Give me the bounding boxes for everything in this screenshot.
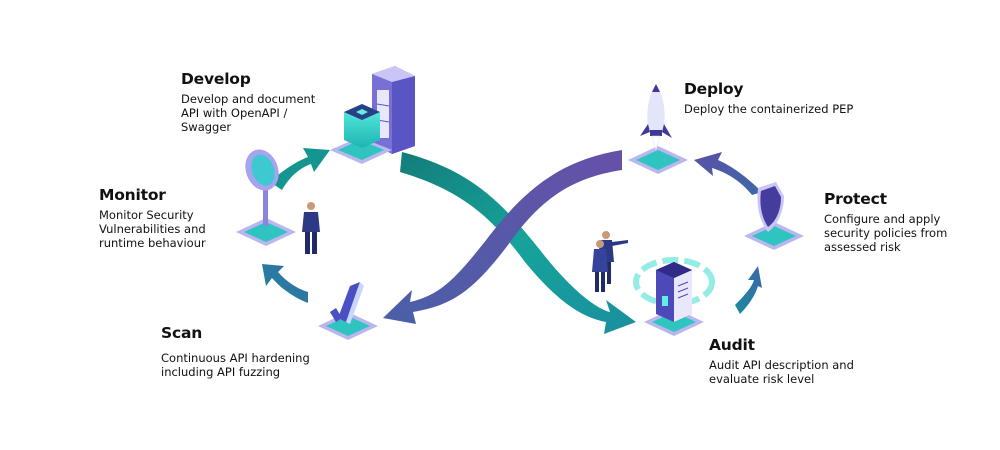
infinity-arrow-teal: [400, 152, 636, 334]
description-line: evaluate risk level: [709, 372, 815, 386]
description-line: Configure and apply: [824, 212, 941, 226]
stage-scan: Scan Continuous API hardening including …: [161, 324, 310, 379]
stage-audit: Audit Audit API description and evaluate…: [709, 336, 854, 386]
description-line: Continuous API hardening: [161, 351, 310, 365]
stage-deploy: Deploy Deploy the containerized PEP: [684, 80, 853, 116]
stage-description: Continuous API hardening including API f…: [161, 351, 310, 379]
infinity-arrow-purple: [383, 150, 622, 324]
audit-icon: [633, 257, 715, 336]
develop-icon: [330, 66, 415, 164]
stage-title: Deploy: [684, 80, 744, 98]
stage-description: Audit API description and evaluate risk …: [709, 358, 854, 386]
stage-develop: Develop Develop and document API with Op…: [181, 70, 315, 134]
description-line: Deploy the containerized PEP: [684, 102, 854, 116]
people-figures: [592, 231, 628, 292]
stage-title: Protect: [824, 190, 887, 208]
stage-monitor: Monitor Monitor Security Vulnerabilities…: [99, 186, 206, 250]
arrow-monitor-to-develop: [270, 148, 330, 190]
stage-title: Monitor: [99, 186, 166, 204]
deploy-icon: [628, 84, 688, 174]
stage-title: Audit: [709, 336, 755, 354]
description-line: assessed risk: [824, 240, 901, 254]
stage-description: Configure and apply security policies fr…: [824, 212, 947, 254]
stage-description: Monitor Security Vulnerabilities and run…: [99, 208, 206, 250]
stage-title: Develop: [181, 70, 251, 88]
description-line: Develop and document: [181, 92, 316, 106]
arrow-audit-to-protect: [735, 266, 762, 314]
scan-icon: [318, 282, 378, 340]
description-line: Swagger: [181, 120, 232, 134]
stage-description: Deploy the containerized PEP: [684, 102, 853, 116]
stage-protect: Protect Configure and apply security pol…: [824, 190, 947, 254]
description-line: Monitor Security: [99, 208, 194, 222]
arrow-protect-to-deploy: [694, 152, 762, 195]
monitor-icon: [236, 149, 296, 246]
description-line: Vulnerabilities and: [99, 222, 206, 236]
description-line: API with OpenAPI /: [181, 106, 288, 120]
description-line: runtime behaviour: [99, 236, 206, 250]
description-line: security policies from: [824, 226, 948, 240]
protect-icon: [744, 182, 804, 250]
description-line: including API fuzzing: [161, 365, 281, 379]
stage-title: Scan: [161, 324, 203, 342]
description-line: Audit API description and: [709, 358, 854, 372]
person-figure: [302, 202, 320, 254]
arrow-scan-to-monitor: [262, 264, 308, 303]
stage-description: Develop and document API with OpenAPI / …: [181, 92, 315, 134]
